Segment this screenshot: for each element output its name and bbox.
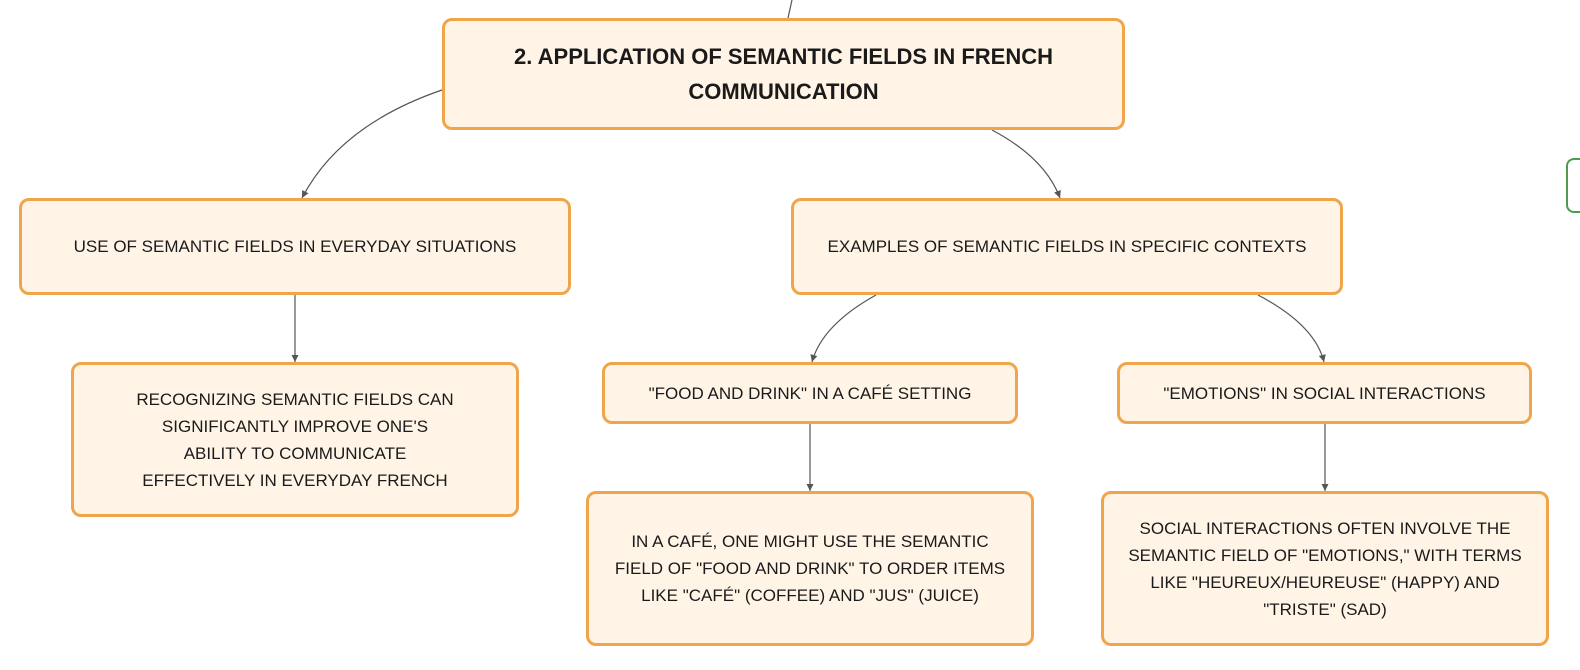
food-detail-label: IN A CAFÉ, ONE MIGHT USE THE SEMANTIC FI… xyxy=(614,532,1006,605)
edge-root-to-everyday xyxy=(301,89,443,199)
edge-examples-to-food xyxy=(810,294,877,363)
emotions-node-label: "EMOTIONS" IN SOCIAL INTERACTIONS xyxy=(1163,383,1486,403)
everyday-detail-node[interactable]: RECOGNIZING SEMANTIC FIELDS CAN SIGNIFIC… xyxy=(71,362,519,517)
everyday-node-label: USE OF SEMANTIC FIELDS IN EVERYDAY SITUA… xyxy=(73,237,517,256)
root-node[interactable]: 2. APPLICATION OF SEMANTIC FIELDS IN FRE… xyxy=(442,18,1125,130)
everyday-detail-label: RECOGNIZING SEMANTIC FIELDS CAN SIGNIFIC… xyxy=(136,389,454,490)
food-node[interactable]: "FOOD AND DRINK" IN A CAFÉ SETTING xyxy=(602,362,1018,424)
everyday-node[interactable]: USE OF SEMANTIC FIELDS IN EVERYDAY SITUA… xyxy=(19,198,571,295)
emotions-detail-label: SOCIAL INTERACTIONS OFTEN INVOLVE THE SE… xyxy=(1128,518,1522,619)
food-detail-node[interactable]: IN A CAFÉ, ONE MIGHT USE THE SEMANTIC FI… xyxy=(586,491,1034,646)
edge-examples-to-emotions xyxy=(1257,294,1326,363)
side-panel-tab[interactable] xyxy=(1566,158,1580,213)
root-node-label: 2. APPLICATION OF SEMANTIC FIELDS IN FRE… xyxy=(513,44,1053,104)
food-node-label: "FOOD AND DRINK" IN A CAFÉ SETTING xyxy=(648,383,972,403)
emotions-node[interactable]: "EMOTIONS" IN SOCIAL INTERACTIONS xyxy=(1117,362,1532,424)
emotions-detail-node[interactable]: SOCIAL INTERACTIONS OFTEN INVOLVE THE SE… xyxy=(1101,491,1549,646)
edge-parent-to-root xyxy=(787,0,793,19)
edge-root-to-examples xyxy=(991,129,1061,199)
examples-node-label: EXAMPLES OF SEMANTIC FIELDS IN SPECIFIC … xyxy=(827,237,1307,256)
examples-node[interactable]: EXAMPLES OF SEMANTIC FIELDS IN SPECIFIC … xyxy=(791,198,1343,295)
